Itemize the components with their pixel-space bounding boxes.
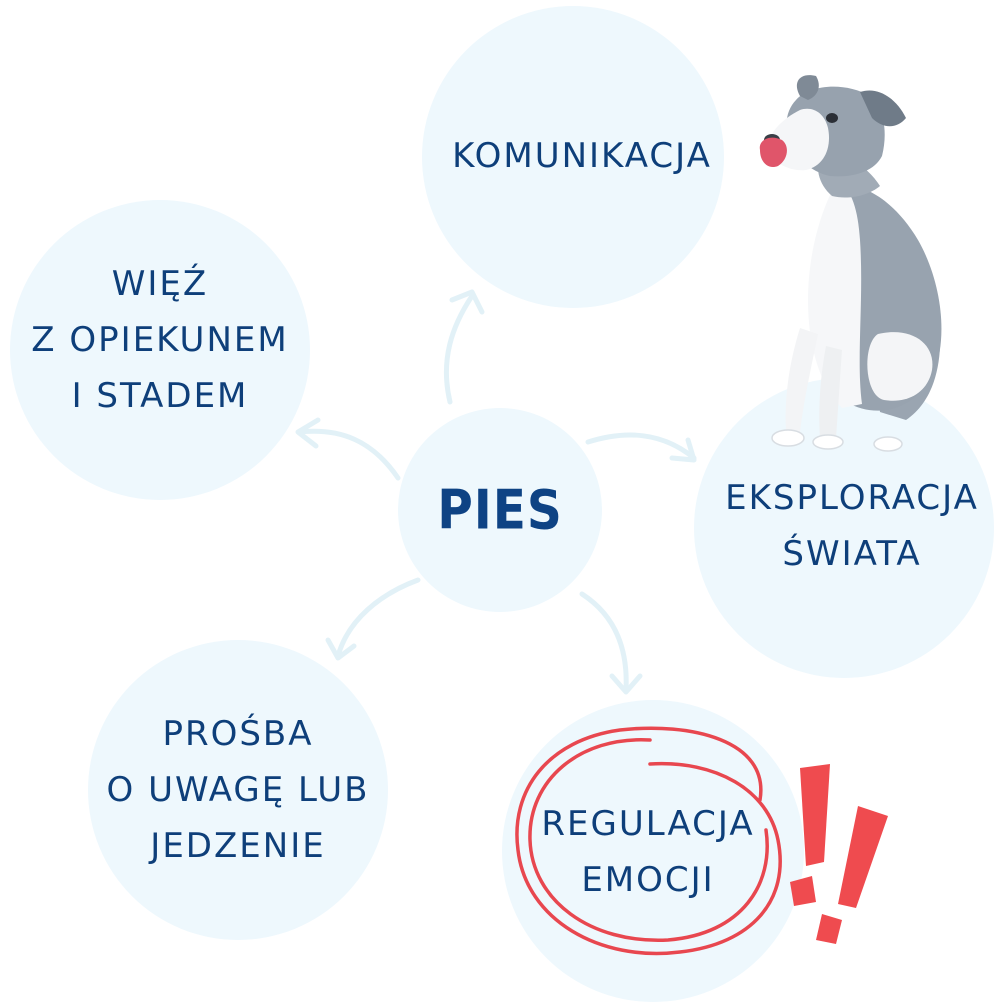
node-prosba-line-1: PROŚBA (162, 714, 314, 754)
arrow-head-prosba (325, 637, 357, 661)
arrow-head-komunikacja (449, 289, 485, 315)
arrow-to-prosba (335, 577, 421, 659)
node-wiez: WIĘŹ Z OPIEKUNEM I STADEM (31, 256, 288, 424)
node-wiez-line-3: I STADEM (71, 376, 249, 416)
bubble-center (398, 408, 602, 612)
bubble-komunikacja (422, 6, 724, 308)
arrow-to-regulacja (579, 591, 629, 693)
arrow-to-wiez (297, 428, 401, 481)
bubble-wiez (10, 200, 310, 500)
node-komunikacja: KOMUNIKACJA (452, 128, 712, 184)
node-regulacja-line-2: EMOCJI (581, 860, 715, 900)
node-prosba-line-3: JEDZENIE (150, 826, 326, 866)
node-eksploracja-line-2: ŚWIATA (782, 534, 922, 574)
node-eksploracja-line-1: EKSPLORACJA (725, 478, 979, 518)
highlight-scribble (515, 726, 782, 956)
node-prosba: PROŚBA O UWAGĘ LUB JEDZENIE (107, 706, 370, 874)
arrow-to-eksploracja (585, 432, 697, 461)
arrow-head-eksploracja (669, 437, 697, 463)
bubble-prosba (88, 640, 388, 940)
node-regulacja-line-1: REGULACJA (541, 804, 755, 844)
arrow-head-regulacja (609, 673, 643, 695)
dog-illustration (759, 75, 942, 452)
node-komunikacja-line-1: KOMUNIKACJA (452, 136, 712, 176)
bubble-regulacja (502, 700, 804, 1002)
double-exclamation-icon (790, 764, 888, 944)
node-regulacja: REGULACJA EMOCJI (541, 796, 754, 908)
arrow-to-komunikacja (443, 293, 475, 405)
arrow-head-wiez (295, 417, 321, 449)
node-prosba-line-2: O UWAGĘ LUB (106, 770, 370, 810)
node-eksploracja: EKSPLORACJA ŚWIATA (725, 470, 979, 582)
node-wiez-line-1: WIĘŹ (111, 264, 209, 304)
bubble-eksploracja (694, 378, 994, 678)
node-wiez-line-2: Z OPIEKUNEM (31, 320, 289, 360)
center-node-label: PIES (437, 478, 563, 542)
